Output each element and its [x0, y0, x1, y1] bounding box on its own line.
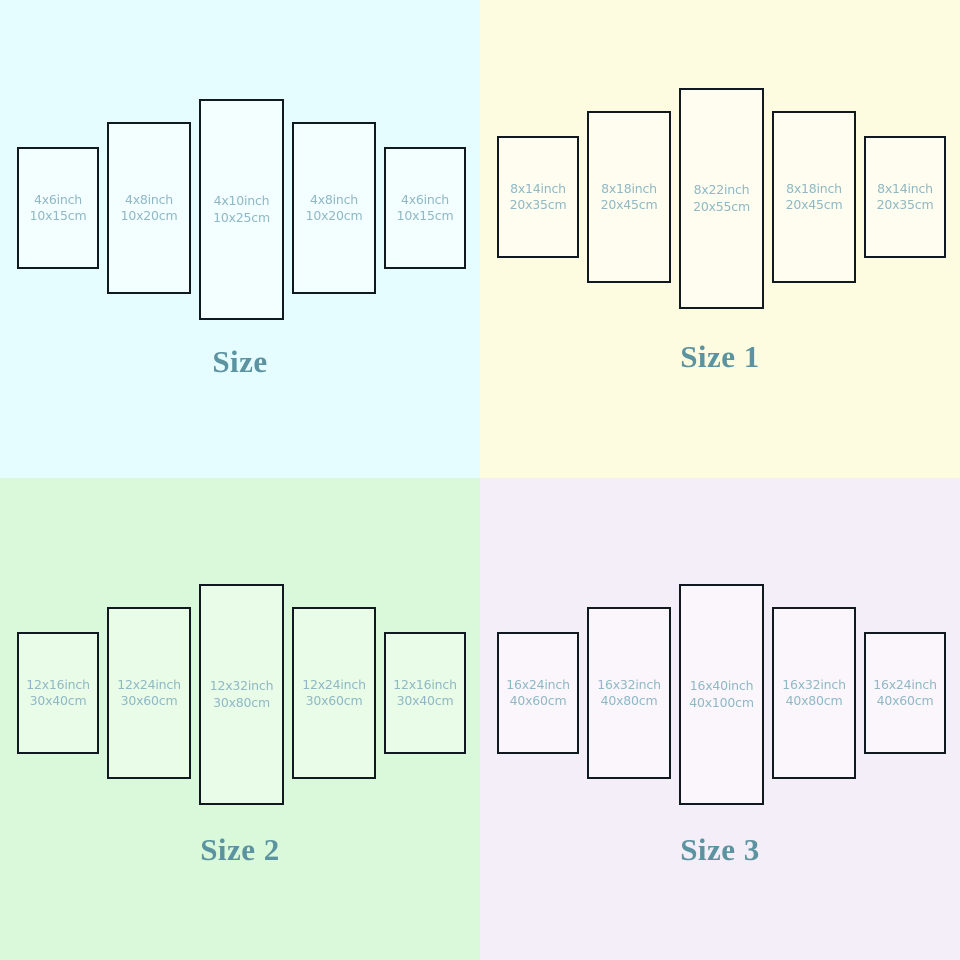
quadrant-caption: Size	[212, 344, 268, 379]
size-panel-centimeters: 10x25cm	[213, 209, 270, 225]
size-panel-centimeters: 30x40cm	[29, 693, 87, 708]
size-panel-centimeters: 10x20cm	[120, 208, 178, 223]
size-panel-centimeters: 40x80cm	[600, 693, 658, 708]
size-panel-centimeters: 10x20cm	[305, 208, 363, 223]
size-panel-inches: 4x8inch	[309, 191, 359, 207]
size-panel-centimeters: 30x60cm	[120, 693, 178, 708]
size-panel-inches: 8x18inch	[601, 180, 657, 196]
size-panel-centimeters: 10x15cm	[396, 208, 454, 223]
size-panel-centimeters: 30x80cm	[213, 694, 270, 710]
size-panel-inches: 16x32inch	[597, 676, 661, 692]
size-panel-centimeters: 20x45cm	[785, 197, 843, 212]
size-panel-centimeters: 30x60cm	[305, 693, 363, 708]
size-panel-inches: 16x40inch	[689, 678, 754, 693]
size-panel-inches: 16x24inch	[506, 676, 570, 692]
size-panel-inches: 4x6inch	[33, 191, 83, 207]
size-panel-centimeters: 20x55cm	[693, 198, 750, 214]
size-panel-centimeters: 40x60cm	[876, 693, 934, 708]
size-panel-inches: 12x32inch	[209, 678, 274, 693]
size-panel-inches: 12x24inch	[117, 676, 181, 692]
size-panel-inches: 16x32inch	[782, 676, 846, 692]
size-panel-inches: 12x16inch	[393, 676, 457, 692]
size-panel-centimeters: 10x15cm	[29, 208, 87, 223]
size-panel-inches: 8x14inch	[510, 180, 566, 196]
size-panel-inches: 4x10inch	[213, 193, 270, 208]
quadrant-caption: Size 1	[680, 339, 760, 374]
size-panel-inches: 12x24inch	[302, 676, 366, 692]
size-panel-inches: 8x18inch	[786, 180, 842, 196]
size-panel-inches: 8x14inch	[877, 180, 933, 196]
size-panel-centimeters: 20x35cm	[509, 197, 567, 212]
size-panel-centimeters: 20x45cm	[600, 197, 658, 212]
size-panel-inches: 8x22inch	[693, 182, 750, 197]
size-panel-centimeters: 40x100cm	[689, 694, 754, 710]
size-panel-inches: 4x6inch	[400, 191, 450, 207]
size-panel-inches: 4x8inch	[124, 191, 174, 207]
size-panel-centimeters: 20x35cm	[876, 197, 934, 212]
size-panel-inches: 12x16inch	[26, 676, 90, 692]
size-panel-centimeters: 40x60cm	[509, 693, 567, 708]
size-panel-centimeters: 40x80cm	[785, 693, 843, 708]
size-panel-centimeters: 30x40cm	[396, 693, 454, 708]
size-panel-inches: 16x24inch	[873, 676, 937, 692]
quadrant-caption: Size 3	[680, 832, 760, 867]
quadrant-caption: Size 2	[200, 832, 280, 867]
